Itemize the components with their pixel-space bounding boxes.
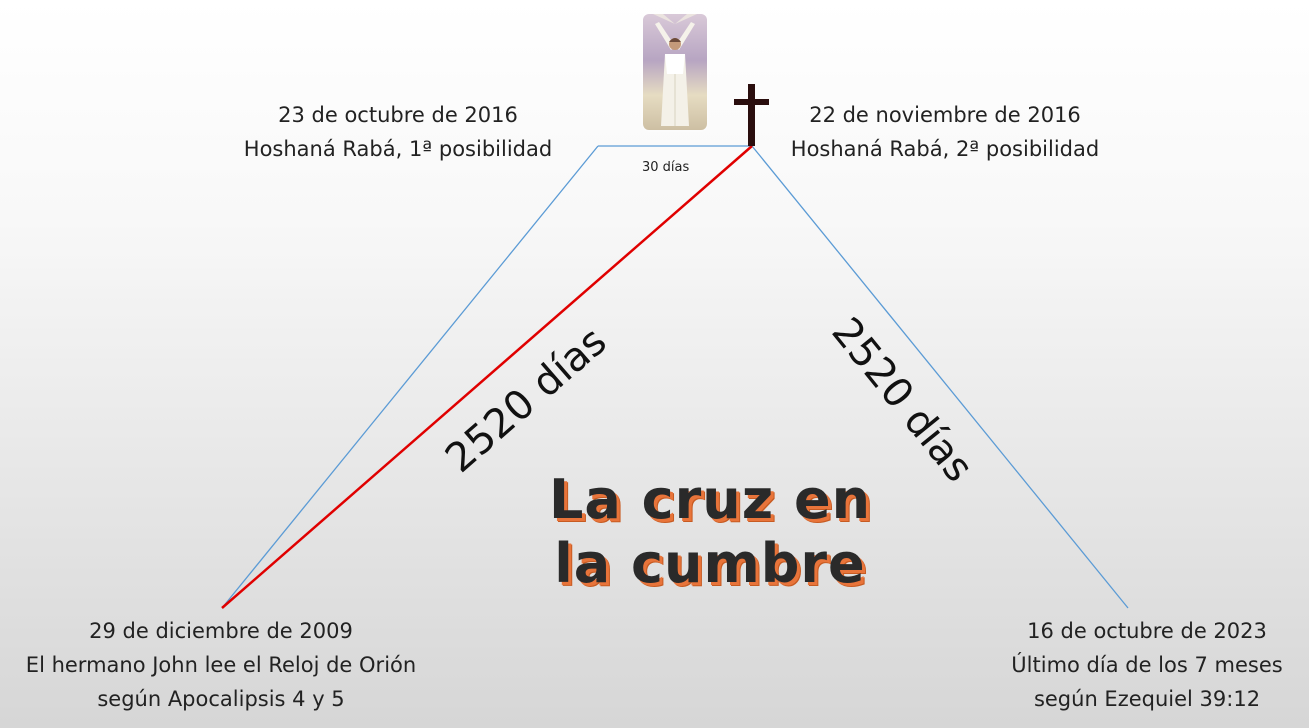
bottom-right-line3: según Ezequiel 39:12: [1033, 687, 1261, 711]
left-slope-line: [221, 145, 599, 609]
title-line-2: la cumbre: [554, 532, 866, 595]
cross-icon: [734, 84, 769, 146]
bottom-left-line2: El hermano John lee el Reloj de Orión: [25, 653, 417, 677]
top-right-label: 22 de noviembre de 2016 Hoshaná Rabá, 2ª…: [780, 98, 1110, 166]
title-line-1: La cruz en: [548, 468, 872, 531]
top-right-date: 22 de noviembre de 2016: [809, 103, 1081, 127]
red-line: [221, 145, 753, 609]
bottom-right-date: 16 de octubre de 2023: [1027, 619, 1267, 643]
top-left-description: Hoshaná Rabá, 1ª posibilidad: [243, 137, 553, 161]
gap-label: 30 días: [642, 160, 690, 175]
bottom-left-label: 29 de diciembre de 2009 El hermano John …: [0, 614, 442, 716]
top-right-description: Hoshaná Rabá, 2ª posibilidad: [790, 137, 1100, 161]
top-left-date: 23 de octubre de 2016: [278, 103, 518, 127]
top-left-label: 23 de octubre de 2016 Hoshaná Rabá, 1ª p…: [238, 98, 558, 166]
man-with-raised-arms-picture: [643, 14, 707, 130]
bottom-right-line2: Último día de los 7 meses: [1011, 653, 1283, 677]
bottom-left-line3: según Apocalipsis 4 y 5: [97, 687, 345, 711]
bottom-right-label: 16 de octubre de 2023 Último día de los …: [1002, 614, 1292, 716]
right-slope-line: [751, 145, 1129, 609]
bottom-left-date: 29 de diciembre de 2009: [89, 619, 353, 643]
slide-title: La cruz en la cumbre: [520, 468, 900, 596]
